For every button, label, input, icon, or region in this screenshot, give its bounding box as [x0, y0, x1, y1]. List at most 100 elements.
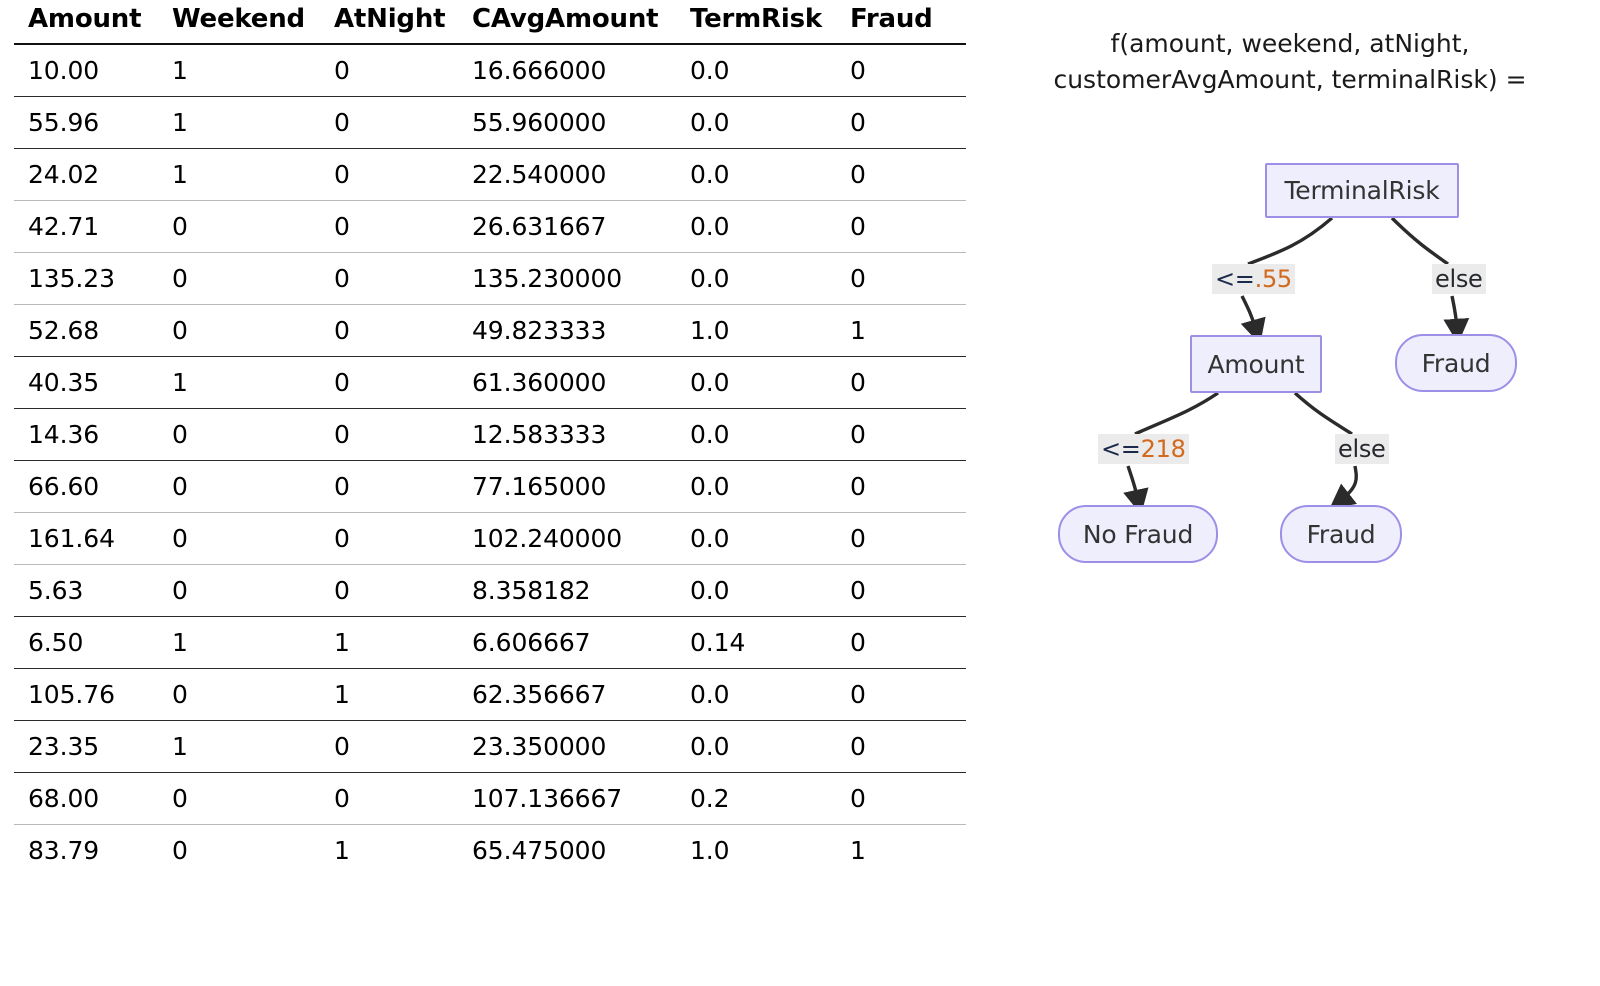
cell-atnight: 0 [320, 96, 458, 149]
cell-fraud: 0 [836, 512, 966, 565]
cell-fraud: 0 [836, 252, 966, 305]
cell-weekend: 0 [158, 252, 320, 305]
cell-weekend: 0 [158, 772, 320, 825]
edge-amount-to-nofraud-upper [1134, 391, 1219, 436]
cell-weekend: 0 [158, 460, 320, 513]
edge-label-amount-lte: <=218 [1098, 434, 1189, 464]
cell-weekend: 0 [158, 668, 320, 721]
tree-leaf-fraud-bottom[interactable]: Fraud [1280, 505, 1402, 563]
cell-termrisk: 0.0 [676, 148, 836, 201]
caption-line-1: f(amount, weekend, atNight, [1110, 29, 1470, 58]
cell-termrisk: 0.0 [676, 200, 836, 253]
cell-cavgamount: 22.540000 [458, 148, 676, 201]
tree-edges-svg [1123, 216, 1470, 515]
cell-cavgamount: 61.360000 [458, 356, 676, 409]
edge-root-to-fraud-lower [1443, 295, 1470, 344]
cell-amount: 68.00 [14, 772, 158, 825]
edge-label-terminalrisk-else: else [1432, 264, 1486, 294]
tree-node-terminalrisk[interactable]: TerminalRisk [1265, 163, 1459, 218]
edge-label-operator: <= [1101, 435, 1141, 463]
cell-amount: 42.71 [14, 200, 158, 253]
column-header-amount: Amount [14, 0, 158, 45]
tree-leaf-no-fraud[interactable]: No Fraud [1058, 505, 1218, 563]
cell-amount: 6.50 [14, 616, 158, 669]
cell-fraud: 0 [836, 564, 966, 617]
cell-amount: 5.63 [14, 564, 158, 617]
edge-amount-to-fraud-lower [1329, 465, 1358, 510]
cell-cavgamount: 23.350000 [458, 720, 676, 773]
cell-termrisk: 1.0 [690, 836, 730, 865]
cell-weekend: 1 [158, 148, 320, 201]
function-signature-caption: f(amount, weekend, atNight, customerAvgA… [980, 26, 1600, 98]
edge-amount-to-nofraud-lower [1123, 465, 1149, 515]
cell-amount: 14.36 [14, 408, 158, 461]
cell-cavgamount: 49.823333 [458, 304, 676, 357]
decision-tree-panel: f(amount, weekend, atNight, customerAvgA… [980, 0, 1600, 986]
cell-fraud: 0 [836, 616, 966, 669]
cell-termrisk: 0.0 [676, 668, 836, 721]
cell-atnight: 1 [320, 668, 458, 721]
cell-termrisk: 0.0 [676, 460, 836, 513]
cell-cavgamount: 16.666000 [458, 44, 676, 97]
cell-fraud: 0 [836, 460, 966, 513]
cell-weekend: 1 [158, 96, 320, 149]
cell-weekend: 0 [172, 836, 188, 865]
cell-termrisk: 0.2 [676, 772, 836, 825]
column-header-cavgamount: CAvgAmount [458, 0, 676, 45]
cell-atnight: 0 [320, 200, 458, 253]
tree-leaf-fraud-right[interactable]: Fraud [1395, 334, 1517, 392]
cell-cavgamount: 77.165000 [458, 460, 676, 513]
edge-amount-to-fraud-upper [1293, 391, 1353, 436]
cell-termrisk: 1.0 [676, 304, 836, 357]
cell-termrisk: 0.0 [676, 720, 836, 773]
edge-label-threshold: 218 [1140, 435, 1186, 463]
column-header-weekend: Weekend [158, 0, 320, 45]
cell-fraud: 1 [850, 836, 866, 865]
cell-fraud: 0 [836, 44, 966, 97]
edge-label-operator: <= [1215, 265, 1255, 293]
cell-amount: 10.00 [14, 44, 158, 97]
edge-root-to-fraud-upper [1390, 216, 1449, 266]
cell-weekend: 1 [158, 356, 320, 409]
column-header-fraud: Fraud [836, 0, 966, 45]
cell-termrisk: 0.0 [676, 512, 836, 565]
cell-cavgamount: 107.136667 [458, 772, 676, 825]
cell-termrisk: 0.0 [676, 564, 836, 617]
cell-atnight: 1 [334, 836, 350, 865]
cell-atnight: 0 [320, 44, 458, 97]
column-header-atnight: AtNight [320, 0, 458, 45]
table-header-row: Amount Weekend AtNight CAvgAmount TermRi… [14, 0, 966, 45]
cell-fraud: 0 [836, 408, 966, 461]
cell-cavgamount: 135.230000 [458, 252, 676, 305]
cell-fraud: 0 [836, 148, 966, 201]
cell-weekend: 1 [158, 720, 320, 773]
cell-atnight: 0 [320, 564, 458, 617]
cell-atnight: 0 [320, 356, 458, 409]
tree-node-amount[interactable]: Amount [1190, 335, 1322, 393]
cell-amount: 24.02 [14, 148, 158, 201]
edge-label-threshold: .55 [1254, 265, 1293, 293]
column-header-termrisk: TermRisk [676, 0, 836, 45]
cell-termrisk: 0.0 [676, 252, 836, 305]
cell-weekend: 0 [158, 408, 320, 461]
cell-amount: 66.60 [14, 460, 158, 513]
cell-weekend: 0 [158, 200, 320, 253]
cell-fraud: 0 [836, 356, 966, 409]
cell-weekend: 0 [158, 512, 320, 565]
cell-amount: 135.23 [14, 252, 158, 305]
cell-cavgamount: 8.358182 [458, 564, 676, 617]
cell-weekend: 0 [158, 564, 320, 617]
cell-termrisk: 0.0 [676, 356, 836, 409]
